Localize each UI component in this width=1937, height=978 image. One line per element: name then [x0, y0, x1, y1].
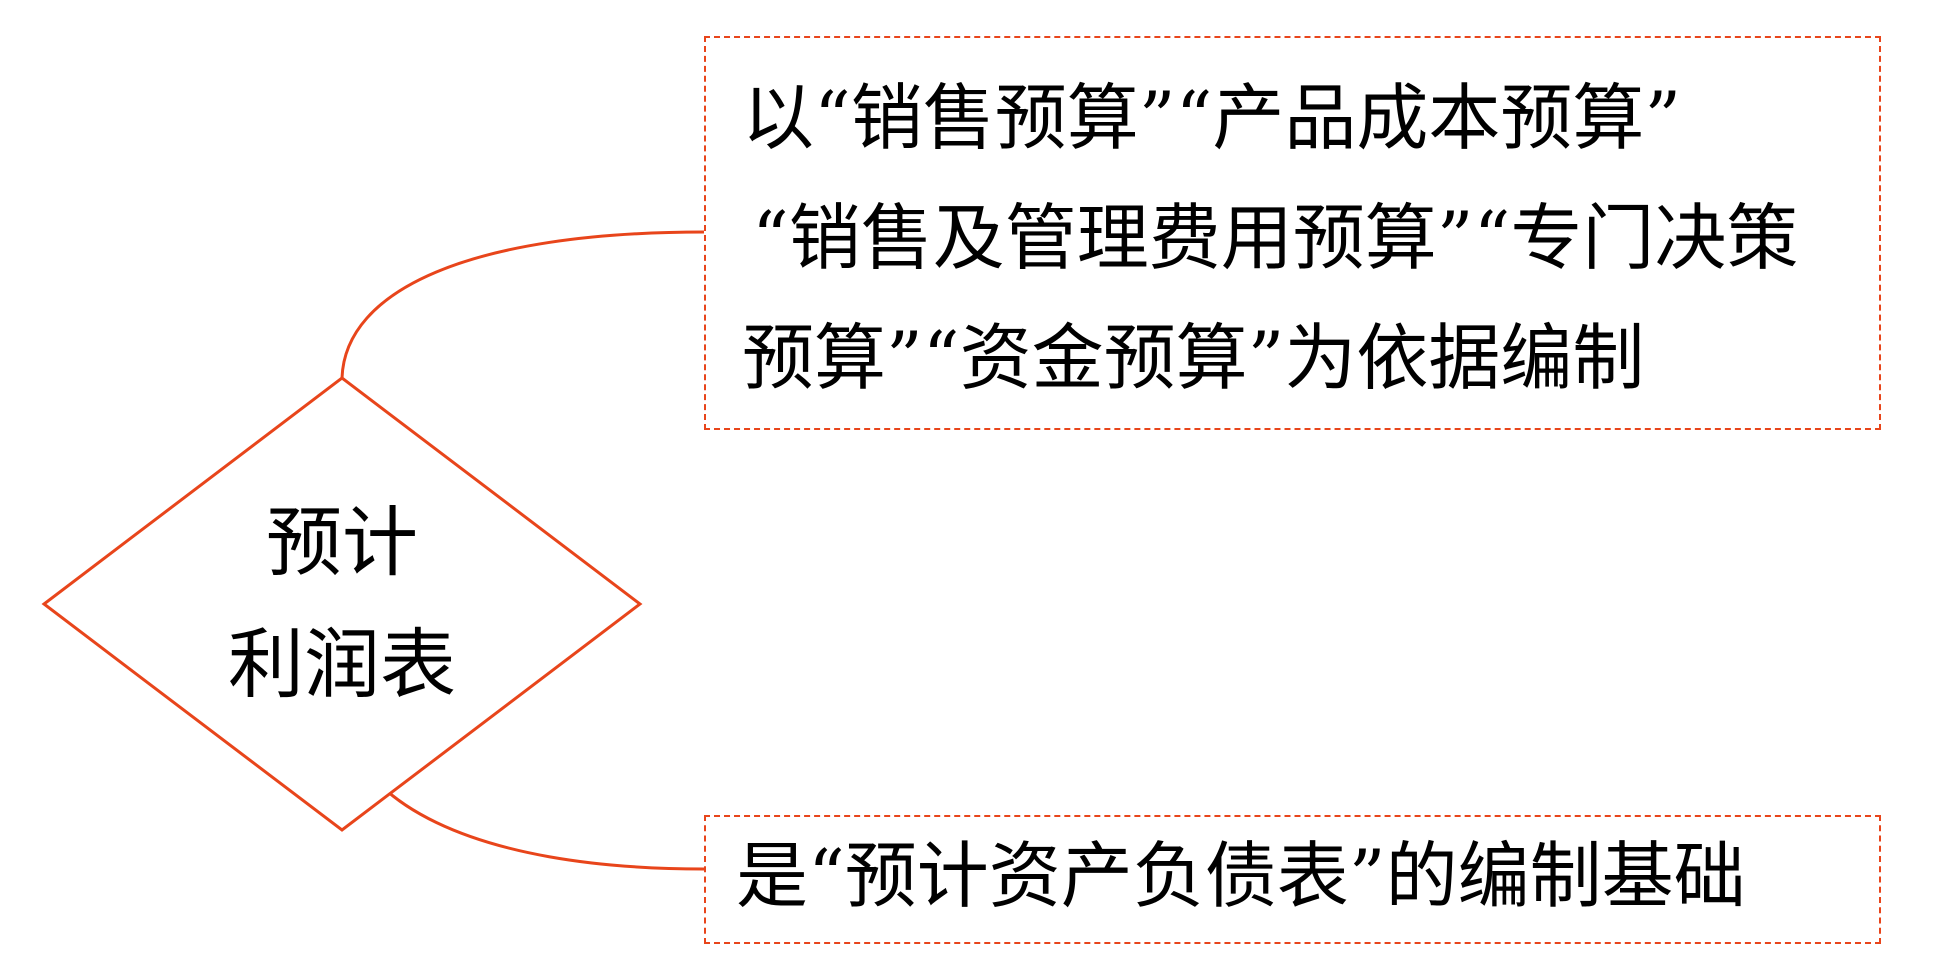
upper-note-line-2: “销售及管理费用预算”“专门决策 [752, 196, 1799, 280]
upper-note-line-1: 以“销售预算”“产品成本预算” [742, 76, 1682, 160]
lower-branch-note-box: 是“预计资产负债表”的编制基础 [704, 815, 1881, 944]
upper-note-line-3: 预算”“资金预算”为依据编制 [742, 316, 1645, 400]
upper-branch-note-box: 以“销售预算”“产品成本预算” “销售及管理费用预算”“专门决策 预算”“资金预… [704, 36, 1881, 430]
center-diamond-shape [41, 376, 643, 832]
center-node-line-1: 预计 [266, 498, 418, 587]
center-node-label: 预计 利润表 [192, 482, 492, 726]
lower-note-line-1: 是“预计资产负债表”的编制基础 [736, 834, 1746, 918]
center-node-line-2: 利润表 [228, 620, 456, 709]
upper-connector-curve [340, 230, 705, 379]
